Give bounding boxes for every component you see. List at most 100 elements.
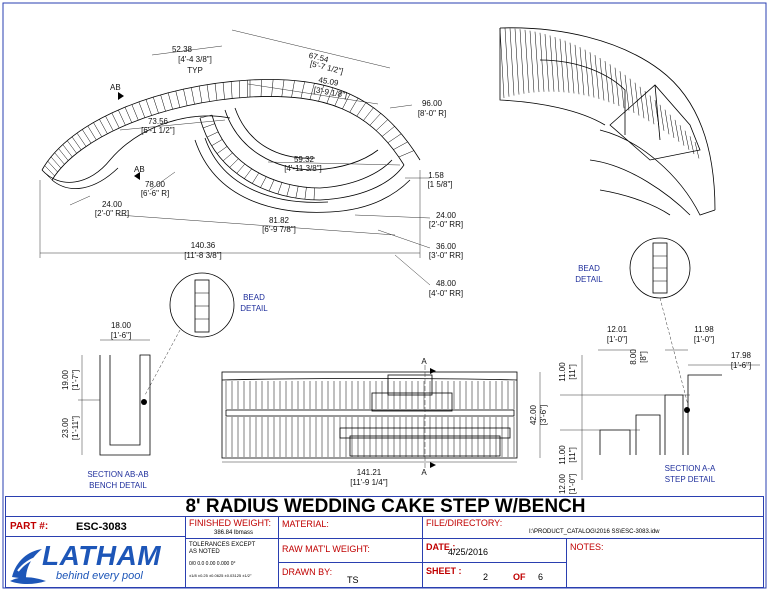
dim-24a-ft: [2'-0" RR] [95,209,129,218]
tolerance-line-4: ±1/8 ±0.25 ±0.0625 ±0.03125 ±1/2° [189,573,252,578]
aa-dim-12-01-ft: [1'-0"] [607,335,627,344]
title-row: 8' RADIUS WEDDING CAKE STEP W/BENCH [5,496,764,517]
tolerance-cell: TOLERANCES EXCEPT AS NOTED 0/0 0.0 0.00 … [185,538,279,588]
section-ab-bench-detail: 18.00 [1'-6"] 19.00 [1'-7"] 23.00 [1'-11… [61,321,151,490]
isometric-view [499,27,716,216]
ab-dim-18: 18.00 [111,321,132,330]
tolerance-line-1: TOLERANCES EXCEPT [189,542,256,548]
section-marker-ab-bottom: AB [134,165,145,174]
bead-detail-left: BEAD DETAIL [144,272,268,396]
tolerance-line-3: 0/0 0.0 0.00 0.000 0° [189,561,236,567]
aa-dim-12-ft: [1'-0"] [568,474,577,494]
front-elevation: 42.00 [3'-6"] 141.21 [11'-9 1/4"] A A [221,357,548,487]
sheet-total: 6 [538,572,544,582]
dim-52-38-ft: [4'-4 3/8"] [178,55,212,64]
ab-dim-18-ft: [1'-6"] [111,331,131,340]
dim-24b: 24.00 [436,211,457,220]
dim-96: 96.00 [422,99,443,108]
dim-140-36: 140.36 [191,241,216,250]
material-label: MATERIAL: [282,519,329,529]
logo-text: LATHAM [42,540,162,571]
aa-dim-11b: 11.00 [558,445,567,465]
part-value: ESC-3083 [76,521,127,533]
drawn-by-label: DRAWN BY: [282,567,333,577]
bead-detail-right: BEAD DETAIL [575,237,691,406]
bead-label-left: BEAD [243,293,265,302]
sheet-cell: SHEET : 2 OF 6 [422,562,567,588]
logo-tagline: behind every pool [56,570,143,582]
dim-48-ft: [4'-0" RR] [429,289,463,298]
drawn-by-cell: DRAWN BY: TS [278,562,423,588]
aa-dim-12-01: 12.01 [607,325,628,334]
dim-36: 36.00 [436,242,457,251]
drawing-title: 8' RADIUS WEDDING CAKE STEP W/BENCH [185,496,586,517]
dim-59-32-ft: [4'-11 3/8"] [284,164,322,173]
date-label: DATE : [426,542,456,552]
detail-label-left: DETAIL [240,304,268,313]
dim-78: 78.00 [145,180,166,189]
aa-dim-8: 8.00 [629,349,638,365]
section-aa-step-detail: 12.01 [1'-0"] 8.00 [8"] 11.98 [1'-0"] 17… [558,325,760,494]
dim-24b-ft: [2'-0" RR] [429,220,463,229]
aa-dim-11a: 11.00 [558,362,567,382]
dim-59-32: 59.32 [294,155,315,164]
detail-label-right: DETAIL [575,275,603,284]
part-cell: PART #: ESC-3083 [5,516,186,537]
part-label: PART #: [10,521,49,532]
finished-weight-label: FINISHED WEIGHT: [189,518,272,528]
dim-73-56: 73.56 [148,117,169,126]
dim-1-58-ft: [1 5/8"] [427,180,452,189]
date-value: 4/25/2016 [448,547,489,557]
aa-dim-17-98-ft: [1'-6"] [731,361,751,370]
tolerance-line-2: AS NOTED [189,549,220,555]
file-label: FILE/DIRECTORY: [426,518,503,528]
dim-52-38: 52.38 [172,45,193,54]
aa-dim-11a-ft: [11"] [568,364,577,380]
dim-140-36-ft: [11'-8 3/8"] [184,251,222,260]
dim-1-58: 1.58 [428,171,444,180]
dim-typ: TYP [187,66,203,75]
section-ab-title: SECTION AB-AB [87,470,148,479]
dim-45-09-ft: [3'-9 1/8"] [313,85,348,100]
aa-dim-17-98: 17.98 [731,351,752,360]
aa-dim-11b-ft: [11"] [568,447,577,463]
finished-weight-cell: FINISHED WEIGHT: 386.84 lbmass [185,516,279,539]
raw-weight-cell: RAW MAT'L WEIGHT: [278,538,423,563]
title-block: 8' RADIUS WEDDING CAKE STEP W/BENCH PART… [5,496,764,588]
date-cell: DATE : 4/25/2016 [422,538,567,563]
dim-81-82-ft: [6'-9 7/8"] [262,225,296,234]
raw-weight-label: RAW MAT'L WEIGHT: [282,544,370,554]
ab-dim-23-ft: [1'-11"] [71,416,80,440]
logo-cell: LATHAM behind every pool [5,536,186,588]
aa-dim-11-98-ft: [1'-0"] [694,335,714,344]
section-aa-title: SECTION A-A [665,464,716,473]
aa-dim-11-98: 11.98 [694,325,714,334]
file-cell: FILE/DIRECTORY: I:\PRODUCT_CATALOG\2016 … [422,516,764,539]
dim-24a: 24.00 [102,200,123,209]
notes-label: NOTES: [570,542,604,552]
drawn-by-value: TS [347,575,359,585]
dim-78-ft: [6'-6" R] [141,189,169,198]
elev-dim-42-ft: [3'-6"] [539,405,548,425]
sheet-value: 2 [483,572,489,582]
ab-dim-19: 19.00 [61,369,70,390]
ab-dim-19-ft: [1'-7"] [71,370,80,390]
dim-81-82: 81.82 [269,216,290,225]
dim-36-ft: [3'-0" RR] [429,251,463,260]
plan-view: 52.38 [4'-4 3/8"] TYP 67.54 [5'-7 1/2"] … [39,29,463,298]
sheet-of-label: OF [513,572,526,582]
section-marker-a-bottom: A [421,468,427,477]
section-marker-ab-top: AB [110,83,121,92]
aa-dim-8-ft: [8"] [639,351,648,363]
file-value: I:\PRODUCT_CATALOG\2016 SS\ESC-3083.idw [529,529,660,535]
finished-weight-value: 386.84 lbmass [214,530,254,536]
material-cell: MATERIAL: [278,516,423,539]
section-marker-a-top: A [421,357,427,366]
dim-96-ft: [8'-0" R] [418,109,446,118]
ab-dim-23: 23.00 [61,417,70,438]
dim-48: 48.00 [436,279,457,288]
bead-label-right: BEAD [578,264,600,273]
sheet-label: SHEET : [426,566,462,576]
section-ab-subtitle: BENCH DETAIL [89,481,147,490]
